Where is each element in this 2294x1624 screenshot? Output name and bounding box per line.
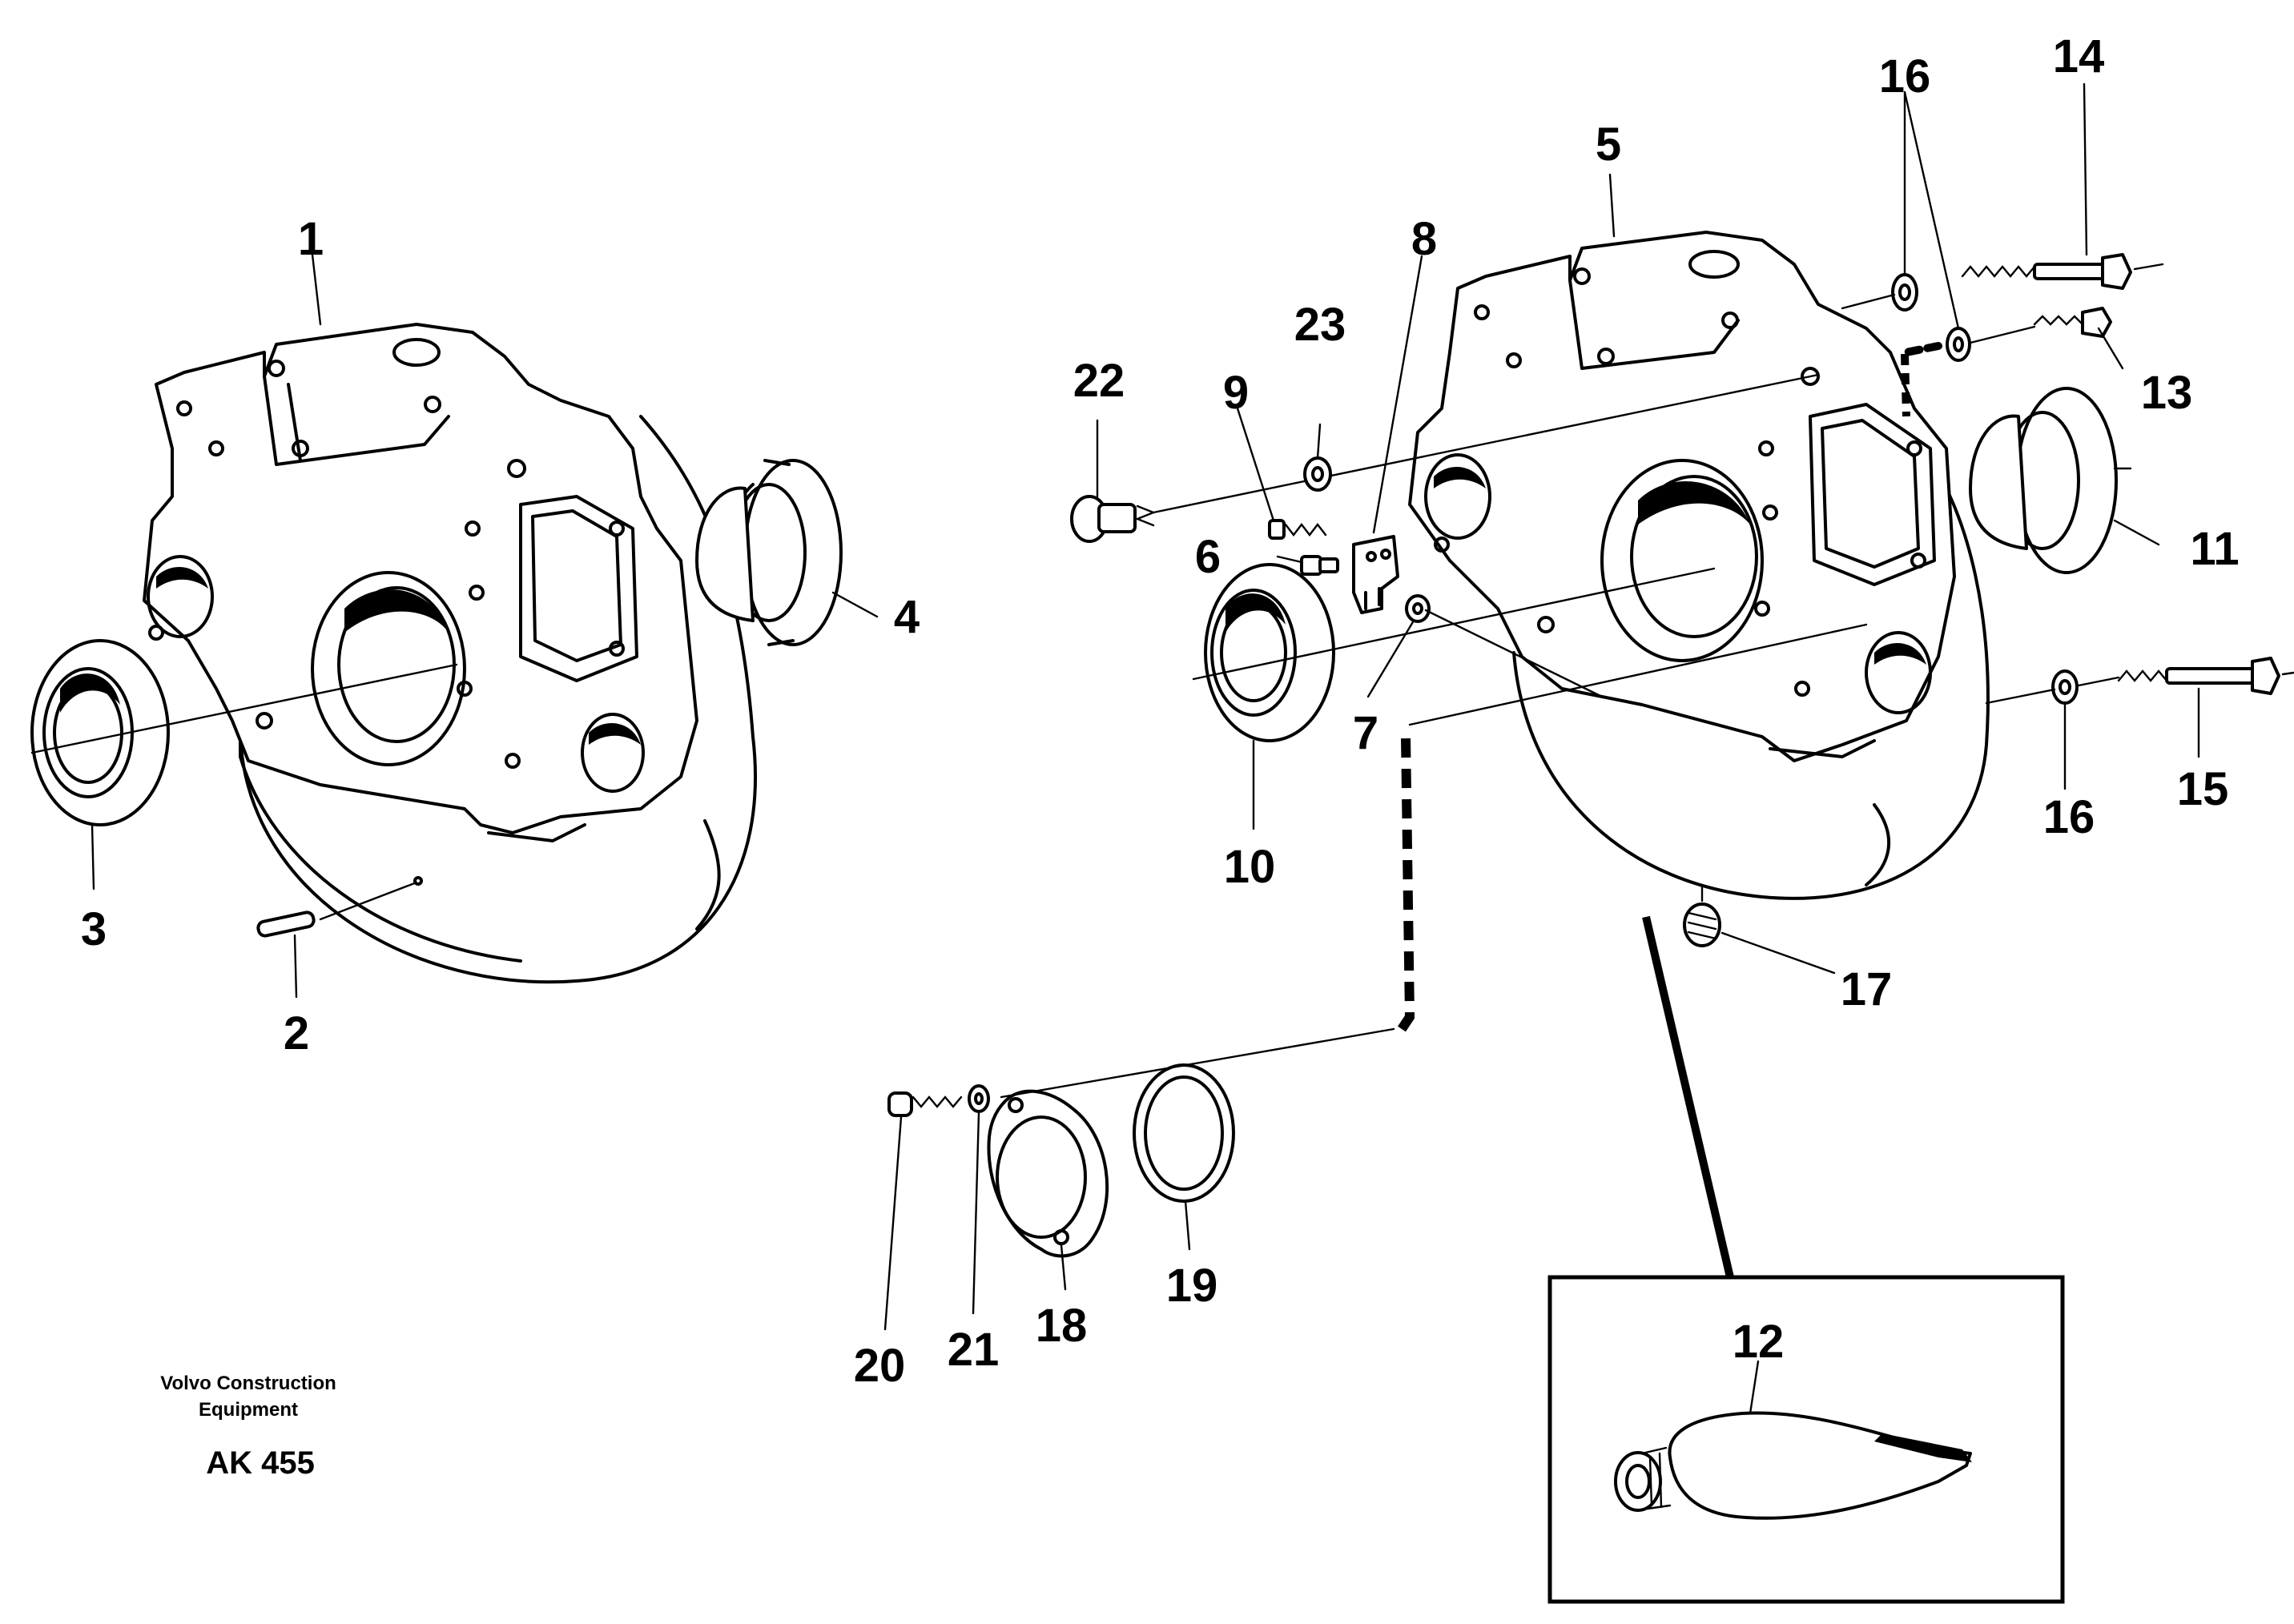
callout-5: 5 [1596, 119, 1621, 171]
oil-seal-left [30, 639, 170, 826]
screw-20 [887, 1091, 963, 1117]
callout-16-bottom: 16 [2043, 791, 2095, 843]
screw-6 [1300, 555, 1339, 576]
screw-14 [1961, 253, 2132, 290]
screw-15 [2117, 657, 2280, 695]
cover-plate [987, 1089, 1109, 1258]
leader-lines [91, 82, 2200, 1415]
washer-7 [1405, 594, 1431, 623]
flywheel-housing-right [1408, 231, 1990, 900]
washer-16-middle [1946, 327, 1971, 362]
credit-line-2: Equipment [199, 1399, 298, 1421]
o-ring [1133, 1063, 1235, 1203]
callout-6: 6 [1195, 531, 1221, 583]
flywheel-housing-left [143, 323, 757, 984]
spring-plug [1683, 902, 1721, 947]
callout-4: 4 [894, 591, 920, 643]
callout-19: 19 [1166, 1260, 1218, 1312]
oil-seal-right [1204, 563, 1335, 742]
credit-line-1: Volvo Construction [160, 1373, 336, 1394]
washer-16-lower [2051, 669, 2079, 705]
dowel-pin [256, 876, 423, 938]
nut-13 [2033, 307, 2112, 338]
callout-13: 13 [2141, 367, 2193, 419]
bracket [1352, 535, 1399, 614]
screw-9 [1268, 519, 1327, 540]
washer-16-upper [1891, 273, 1918, 312]
callout-15: 15 [2177, 763, 2229, 815]
callout-14: 14 [2053, 30, 2105, 82]
washer-21 [968, 1084, 990, 1113]
plug [1070, 495, 1157, 543]
seal-ring-right [1969, 387, 2132, 574]
callout-12: 12 [1733, 1316, 1785, 1368]
callout-8: 8 [1411, 213, 1437, 265]
callout-9: 9 [1223, 367, 1249, 419]
callout-10: 10 [1224, 841, 1276, 893]
callout-3: 3 [81, 903, 107, 955]
callout-7: 7 [1353, 707, 1378, 759]
sealant-tube [1614, 1411, 1972, 1520]
callout-2: 2 [284, 1007, 309, 1059]
washer-23 [1303, 456, 1332, 492]
callout-16-top: 16 [1879, 50, 1931, 103]
seal-ring-left [695, 459, 843, 646]
callout-11: 11 [2190, 523, 2239, 575]
callout-labels: 1 2 3 4 5 6 7 8 9 10 11 12 13 14 15 16 1… [81, 30, 2240, 1392]
callout-1: 1 [298, 213, 324, 265]
callout-20: 20 [854, 1340, 906, 1392]
callout-23: 23 [1294, 299, 1346, 351]
callout-22: 22 [1073, 355, 1125, 407]
publisher-credit: Volvo Construction Equipment AK 455 [160, 1373, 336, 1481]
callout-18: 18 [1036, 1300, 1088, 1352]
callout-21: 21 [948, 1324, 1000, 1376]
drawing-code: AK 455 [206, 1445, 315, 1481]
callout-17: 17 [1841, 963, 1893, 1015]
